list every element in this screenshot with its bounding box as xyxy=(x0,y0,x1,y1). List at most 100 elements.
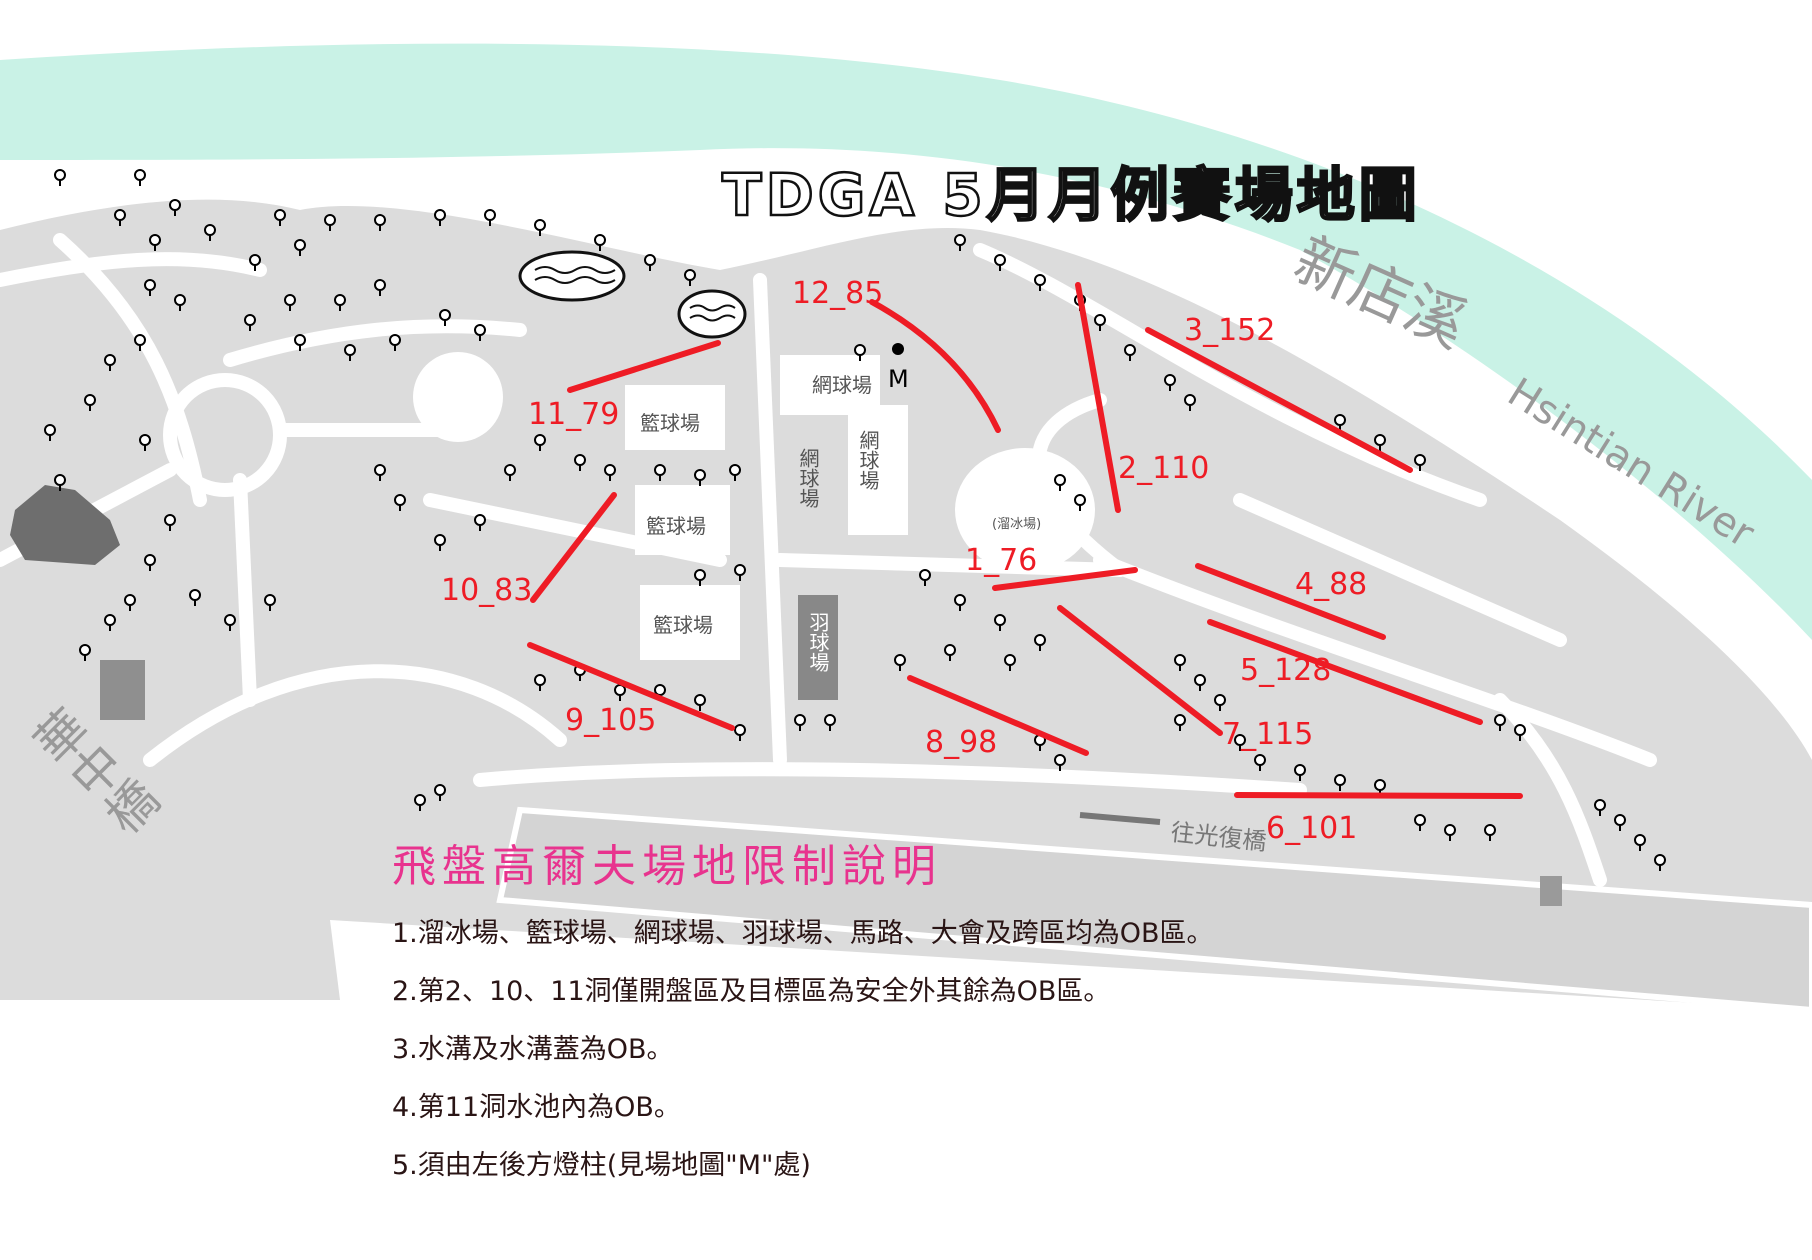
bridge-pier xyxy=(100,660,145,720)
tree-icon xyxy=(294,239,306,256)
tree-icon xyxy=(1414,814,1426,831)
tree-icon xyxy=(944,644,956,661)
hole-label-2: 2_110 xyxy=(1118,451,1209,486)
tree-icon xyxy=(824,714,836,731)
tree-icon xyxy=(1054,754,1066,771)
hole-line-8 xyxy=(907,675,1089,756)
tree-icon xyxy=(389,334,401,351)
tree-icon xyxy=(1444,824,1456,841)
tree-icon xyxy=(734,724,746,741)
rule-2: 2.第2、10、11洞僅開盤區及目標區為安全外其餘為OB區。 xyxy=(392,976,1111,1007)
hole-line-4 xyxy=(1195,563,1386,640)
tree-icon xyxy=(244,314,256,331)
tree-icon xyxy=(1054,474,1066,491)
tree-icon xyxy=(919,569,931,586)
tree-icon xyxy=(114,209,126,226)
tree-icon xyxy=(324,214,336,231)
tree-icon xyxy=(434,534,446,551)
tree-icon xyxy=(1184,394,1196,411)
tree-icon xyxy=(134,169,146,186)
tree-icon xyxy=(574,454,586,471)
tree-icon xyxy=(134,334,146,351)
badminton-court xyxy=(798,595,838,700)
tree-icon xyxy=(1234,734,1246,751)
road xyxy=(496,806,1812,1014)
tree-icon xyxy=(694,469,706,486)
hole-line-11 xyxy=(567,340,721,393)
tree-icon xyxy=(1164,374,1176,391)
tree-icon xyxy=(854,344,866,361)
hole-label-5: 5_128 xyxy=(1240,653,1331,688)
tree-icon xyxy=(274,209,286,226)
hole-line-10 xyxy=(530,492,617,603)
tree-icon xyxy=(54,474,66,491)
tree-icon xyxy=(694,694,706,711)
tree-icon xyxy=(189,589,201,606)
tree-icon xyxy=(1074,494,1086,511)
tree-icon xyxy=(84,394,96,411)
hole-line-7 xyxy=(1057,605,1223,736)
tree-icon xyxy=(344,344,356,361)
map-title: TDGA 5月月例賽場地圖 xyxy=(722,161,1421,229)
tree-icon xyxy=(104,354,116,371)
tree-icon xyxy=(144,554,156,571)
tree-icon xyxy=(954,234,966,251)
tree-icon xyxy=(954,594,966,611)
tree-icon xyxy=(894,654,906,671)
bridge-pier-small xyxy=(1540,876,1562,906)
hole-label-1: 1_76 xyxy=(965,543,1037,578)
rule-5: 5.須由左後方燈柱(見場地圖"M"處) xyxy=(392,1150,811,1181)
tree-icon xyxy=(504,464,516,481)
hole-line-6 xyxy=(1234,792,1523,799)
rules-block: 飛盤高爾夫場地限制說明 1.溜冰場、籃球場、網球場、羽球場、馬路、大會及跨區均為… xyxy=(392,830,1492,1210)
tree-icon xyxy=(1374,434,1386,451)
tree-icon xyxy=(334,294,346,311)
hole-line-3 xyxy=(1145,327,1413,473)
tree-icon xyxy=(1414,454,1426,471)
tree-icon xyxy=(729,464,741,481)
tree-icon xyxy=(994,614,1006,631)
hole-label-12: 12_85 xyxy=(792,276,883,311)
tree-icon xyxy=(1334,414,1346,431)
tree-icon xyxy=(794,714,806,731)
trees xyxy=(44,169,1666,871)
hole-labels: 1_762_1103_1524_885_1286_1017_1158_989_1… xyxy=(441,276,1367,846)
rules-title: 飛盤高爾夫場地限制說明 xyxy=(392,841,942,892)
tree-icon xyxy=(1194,674,1206,691)
rule-1: 1.溜冰場、籃球場、網球場、羽球場、馬路、大會及跨區均為OB區。 xyxy=(392,918,1214,949)
tree-icon xyxy=(439,309,451,326)
tree-icon xyxy=(139,434,151,451)
tree-icon xyxy=(284,294,296,311)
vertical-labels: 網球場 網球場 羽球場 xyxy=(796,430,880,672)
label-basketball-3: 籃球場 xyxy=(653,613,713,637)
tree-icon xyxy=(534,434,546,451)
tree-icon xyxy=(374,214,386,231)
tree-icon xyxy=(169,199,181,216)
tree-icon xyxy=(1174,654,1186,671)
tree-icon xyxy=(594,234,606,251)
tree-icon xyxy=(1034,274,1046,291)
plaza xyxy=(413,352,503,442)
label-basketball-1: 籃球場 xyxy=(640,411,700,435)
hole-line-5 xyxy=(1207,619,1483,725)
hole-label-4: 4_88 xyxy=(1295,567,1367,602)
tree-icon xyxy=(1614,814,1626,831)
tree-icon xyxy=(1634,834,1646,851)
label-tennis-top: 網球場 xyxy=(812,373,872,397)
tree-icon xyxy=(694,569,706,586)
tree-icon xyxy=(374,279,386,296)
tree-icon xyxy=(434,209,446,226)
tree-icon xyxy=(994,254,1006,271)
hole-label-6: 6_101 xyxy=(1266,811,1357,846)
tree-icon xyxy=(1174,714,1186,731)
marker-m-dot xyxy=(892,343,904,355)
pond-waves xyxy=(534,266,736,322)
tree-icon xyxy=(44,424,56,441)
tree-icon xyxy=(1514,724,1526,741)
tree-icon xyxy=(644,254,656,271)
tree-icon xyxy=(484,209,496,226)
hole-line-9 xyxy=(527,642,735,731)
tree-icon xyxy=(249,254,261,271)
